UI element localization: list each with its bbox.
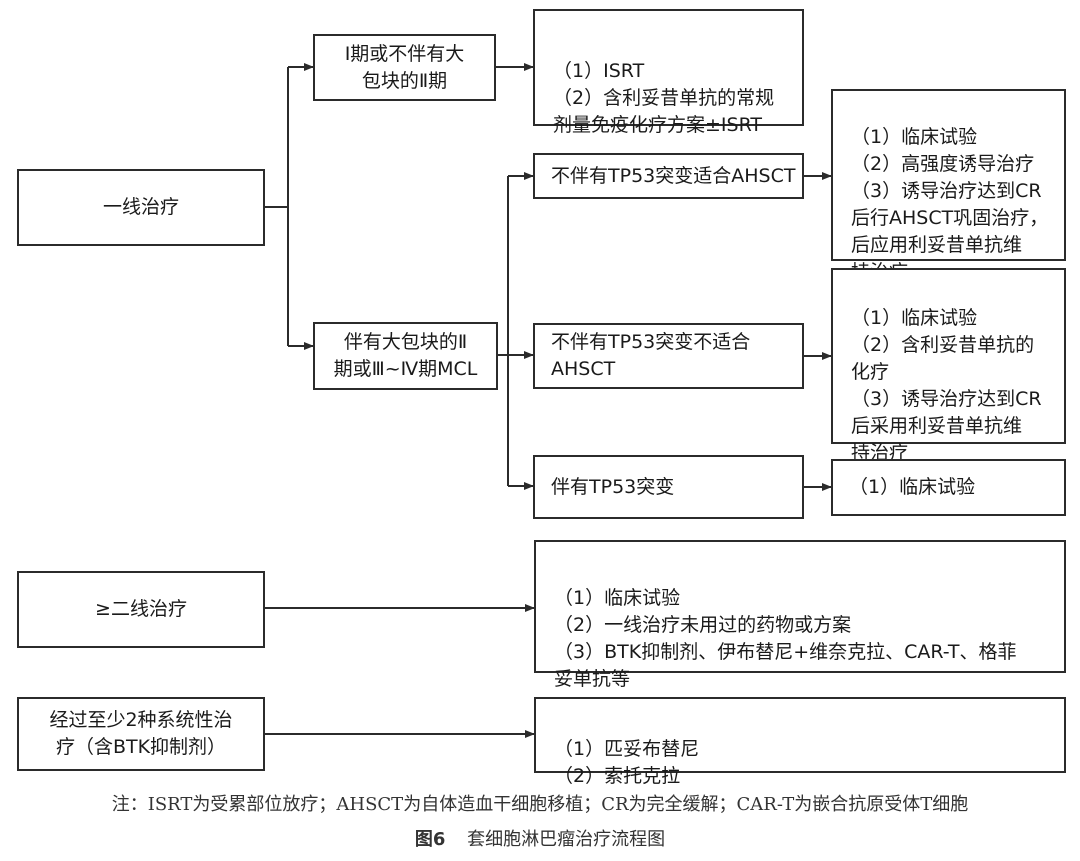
node-stage-early: Ⅰ期或不伴有大 包块的Ⅱ期 [313,34,496,101]
node-stage-advanced: 伴有大包块的Ⅱ 期或Ⅲ~Ⅳ期MCL [313,322,498,390]
figure-caption: 图6 套细胞淋巴瘤治疗流程图 [0,825,1080,851]
node-no-tp53-fit: 不伴有TP53突变适合AHSCT [533,153,804,199]
node-second-line-plan: （1）临床试验 （2）一线治疗未用过的药物或方案 （3）BTK抑制剂、伊布替尼+… [534,540,1066,690]
node-early-plan: （1）ISRT （2）含利妥昔单抗的常规 剂量免疫化疗方案±ISRT [533,9,804,136]
node-tp53-plan: （1）临床试验 [831,459,1066,516]
node-no-tp53-unfit-plan: （1）临床试验 （2）含利妥昔单抗的 化疗 （3）诱导治疗达到CR 后采用利妥昔… [831,268,1066,464]
node-after-two-plan: （1）匹妥布替尼 （2）索托克拉 [534,697,1066,787]
node-first-line: 一线治疗 [17,169,265,246]
node-no-tp53-unfit: 不伴有TP53突变不适合 AHSCT [533,323,804,389]
node-second-line: ≥二线治疗 [17,571,265,648]
figure-note: 注：ISRT为受累部位放疗；AHSCT为自体造血干细胞移植；CR为完全缓解；CA… [111,794,969,815]
node-no-tp53-fit-plan: （1）临床试验 （2）高强度诱导治疗 （3）诱导治疗达到CR 后行AHSCT巩固… [831,89,1066,283]
figure-number: 图6 [414,829,446,850]
node-after-two: 经过至少2种系统性治 疗（含BTK抑制剂） [17,697,265,771]
node-tp53: 伴有TP53突变 [533,455,804,519]
figure-title: 套细胞淋巴瘤治疗流程图 [467,829,666,850]
